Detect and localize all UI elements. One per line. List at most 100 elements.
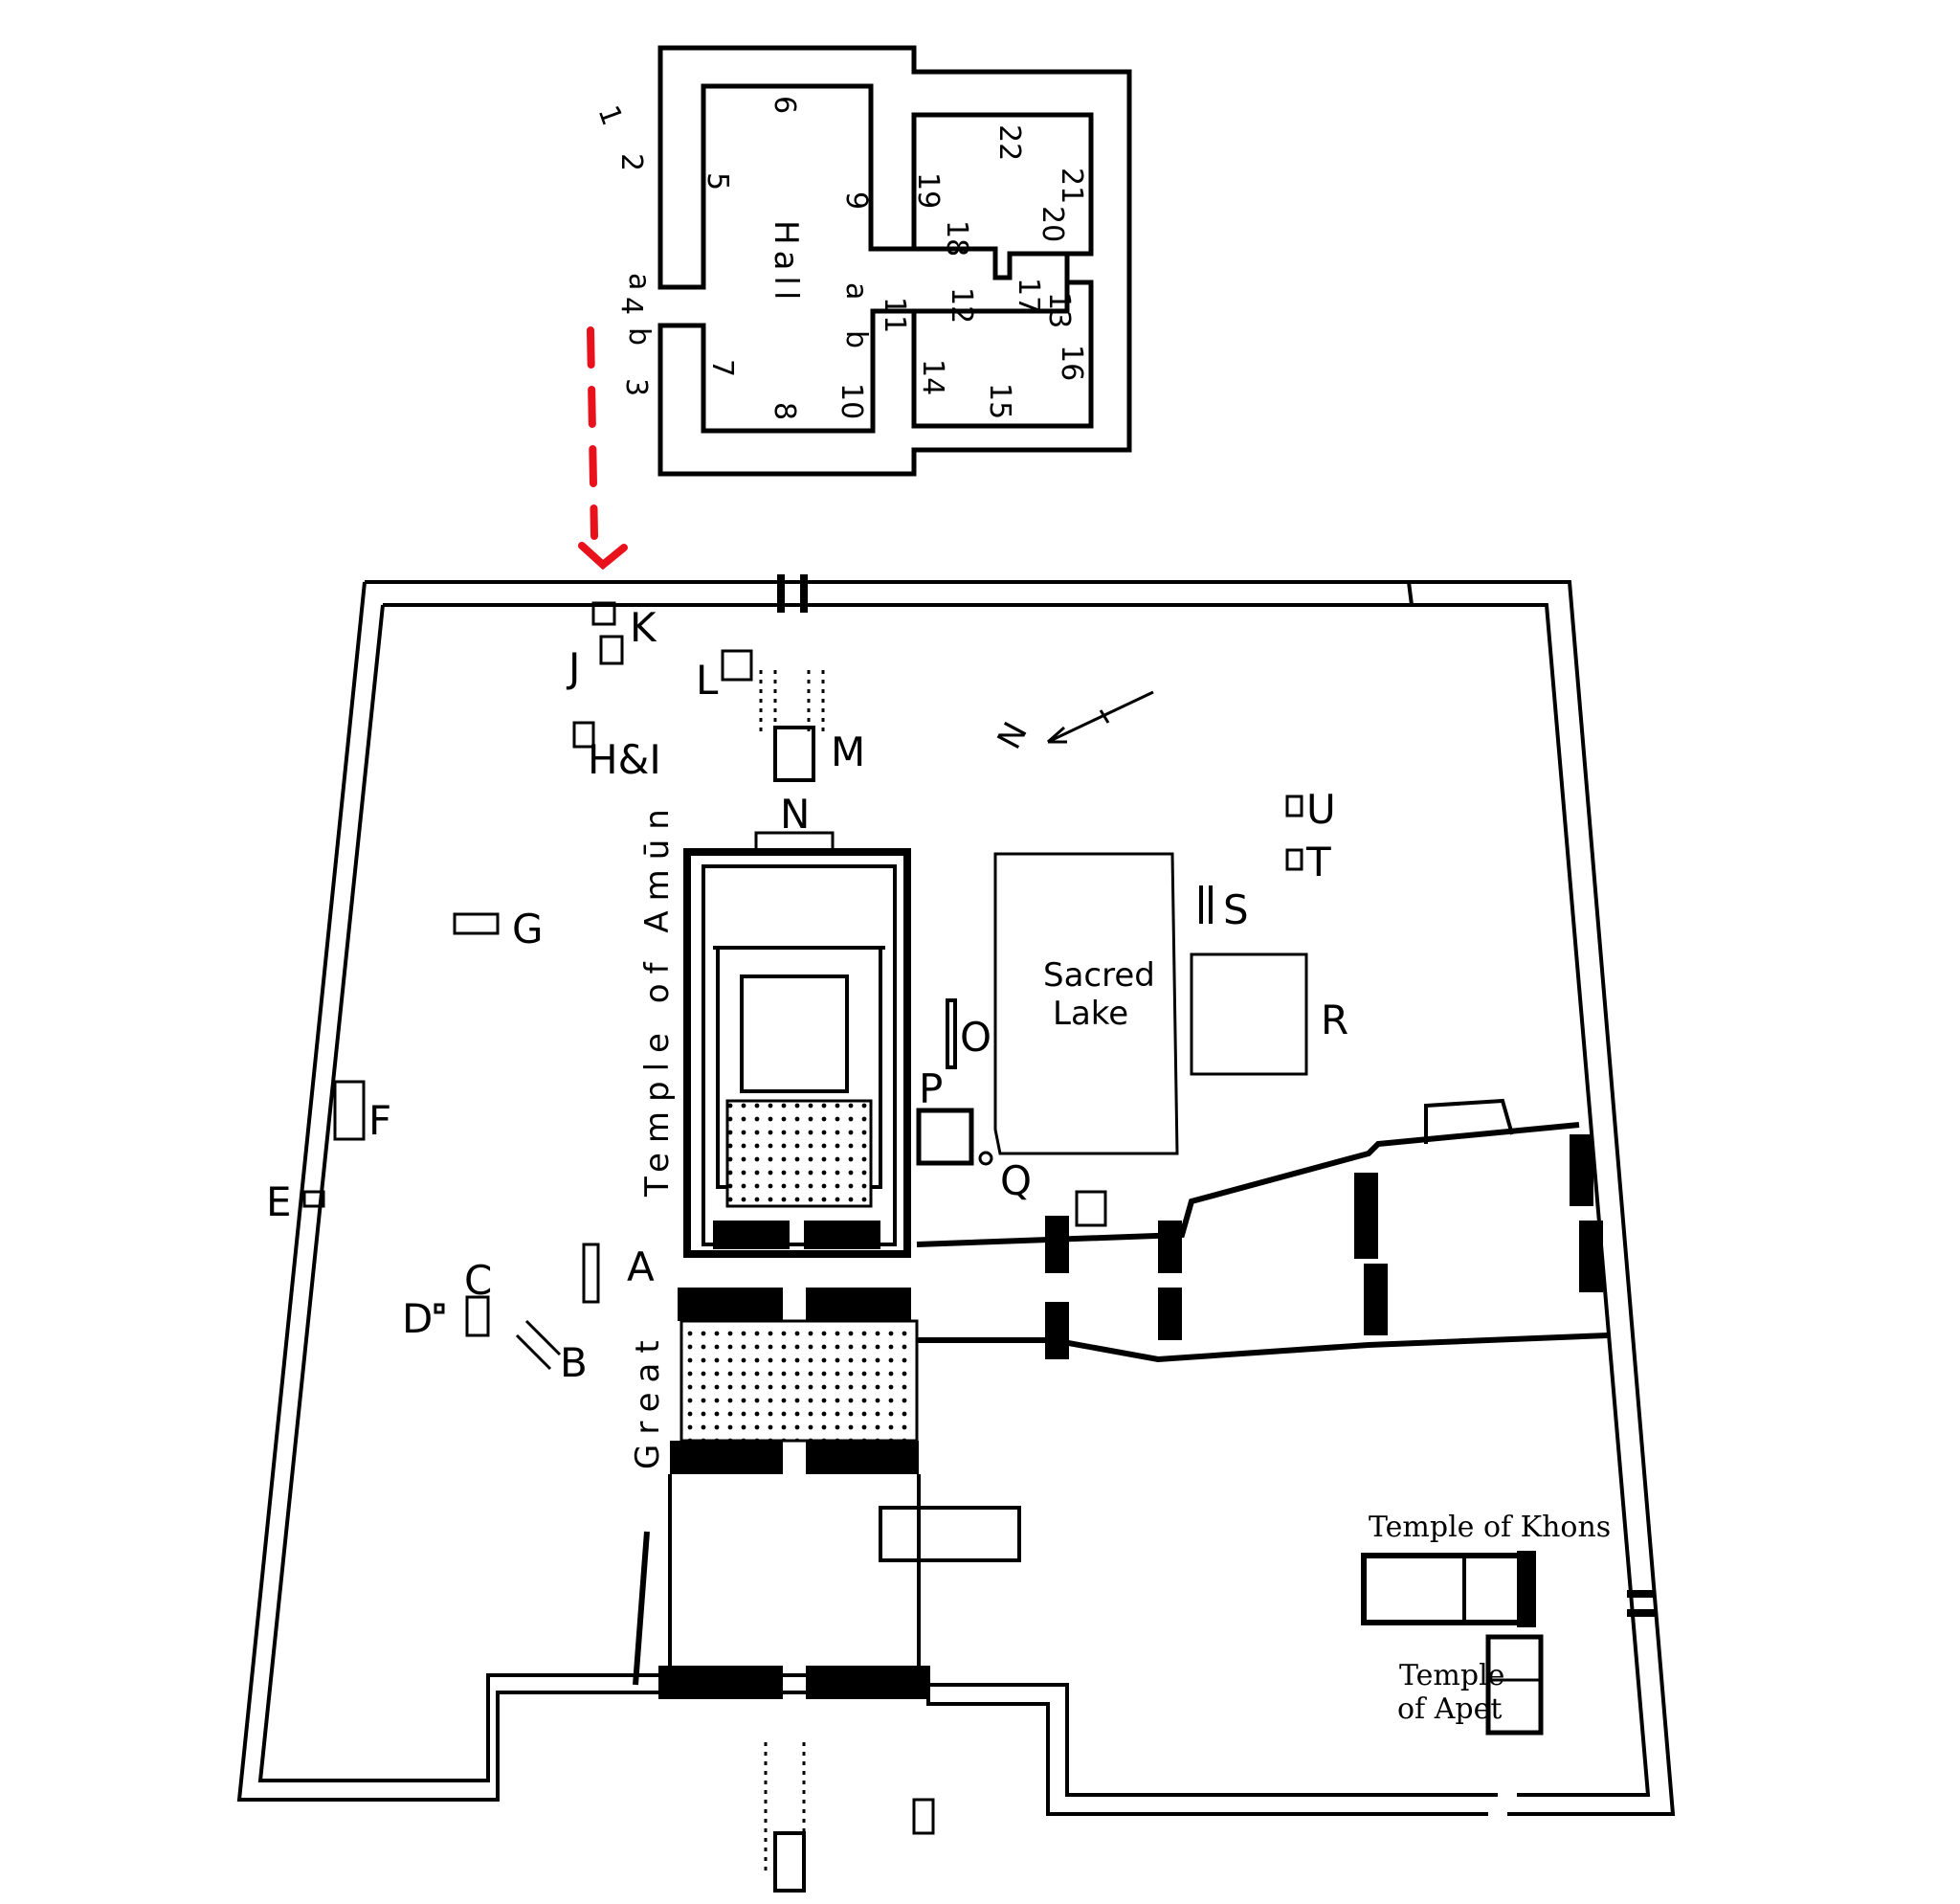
label-p: P <box>919 1065 943 1112</box>
north-arrow-line <box>1047 690 1154 744</box>
south-small-structure <box>912 1798 935 1835</box>
wall-number-21: 21 <box>1055 168 1088 204</box>
enclosure-wall-outer <box>236 580 1676 1816</box>
avenue-of-sphinxes-south <box>764 1742 806 1876</box>
label-hi: H&I <box>588 736 661 783</box>
label-d: D <box>402 1295 433 1342</box>
wall-number-11: 11 <box>878 297 911 333</box>
east-pylon-3 <box>1158 1221 1182 1273</box>
hypostyle-hall <box>679 1319 919 1443</box>
structure-l <box>721 649 753 682</box>
wall-number-16: 16 <box>1055 345 1088 381</box>
wall-number-4: 4 <box>614 297 648 315</box>
wall-number-18: 18 <box>940 220 973 257</box>
structure-g <box>453 912 500 935</box>
khons-outline <box>1361 1553 1529 1625</box>
label-n: N <box>780 791 810 838</box>
north-arrow-tick <box>1099 709 1110 724</box>
north-arrow-head <box>1047 726 1067 744</box>
label-c: C <box>464 1257 492 1304</box>
wall-number-9: 9 <box>839 191 873 210</box>
khons-pylon <box>1517 1551 1536 1627</box>
label-t: T <box>1305 839 1331 885</box>
temple-pylon-mid-right <box>806 1441 919 1474</box>
sacred-lake-outline <box>993 852 1179 1155</box>
south-avenue-gate <box>773 1831 806 1893</box>
temple-sanctuary <box>740 974 849 1093</box>
label-f: F <box>368 1097 391 1144</box>
sacred-lake-label-1: Sacred <box>1043 956 1155 995</box>
wall-number-7: 7 <box>705 359 739 377</box>
structure-j <box>599 635 624 665</box>
wall-number-15: 15 <box>983 383 1016 419</box>
east-pylon-2 <box>1045 1302 1069 1359</box>
east-gate-structure <box>1424 1098 1514 1144</box>
label-m: M <box>831 728 865 775</box>
pointer-dashed-line <box>587 326 598 540</box>
structure-d <box>434 1303 445 1314</box>
location-pointer <box>578 326 628 571</box>
east-court-north-wall <box>916 1122 1580 1247</box>
door-letter-right-b: b <box>839 330 873 348</box>
door-letter-left-a: a <box>622 273 656 290</box>
temple-pylon-mid-left <box>670 1441 783 1474</box>
structure-b <box>515 1319 562 1371</box>
temple-pylon-north-left <box>678 1288 783 1321</box>
site-labels: K J L H&I M N U T G S R O P Q F E A C D … <box>266 604 1348 1386</box>
apet-outline <box>1485 1634 1544 1736</box>
sanctuary-columns <box>725 1099 873 1208</box>
tomb-plan-inset <box>657 45 1132 477</box>
label-q: Q <box>1000 1157 1032 1204</box>
wall-number-2: 2 <box>614 153 648 171</box>
structure-f <box>333 1080 366 1141</box>
enclosure-wall-inner <box>257 603 1651 1797</box>
structure-e <box>302 1190 325 1208</box>
east-pylon-8 <box>1579 1221 1603 1292</box>
enclosure-wall <box>236 574 1676 1816</box>
structure-a <box>582 1243 600 1304</box>
label-l: L <box>696 657 719 704</box>
structure-k <box>591 601 616 626</box>
wall-number-3: 3 <box>619 378 653 396</box>
door-letter-right-a: a <box>839 282 873 300</box>
structure-r <box>1190 952 1308 1076</box>
label-j: J <box>566 644 580 691</box>
structure-p <box>916 1108 974 1166</box>
label-g: G <box>512 906 544 952</box>
label-s: S <box>1223 886 1249 933</box>
label-k: K <box>630 604 657 651</box>
structure-t <box>1285 848 1303 871</box>
label-r: R <box>1321 997 1348 1043</box>
temple-of-apet: Temple of Apet <box>1397 1634 1544 1736</box>
label-u: U <box>1306 786 1336 833</box>
enclosure-gate-east <box>1627 1590 1656 1617</box>
structure-n <box>754 831 835 854</box>
structure-u <box>1285 795 1303 818</box>
great-temple-label-1: Great <box>629 1331 667 1469</box>
apet-label-1: Temple <box>1399 1659 1504 1692</box>
structure-s <box>1199 885 1213 924</box>
wall-number-10: 10 <box>835 383 868 419</box>
label-a: A <box>627 1243 655 1290</box>
wall-number-1: 1 <box>590 101 628 130</box>
tomb-inset-labels: Hall 1 2 3 4 5 6 7 8 9 10 11 12 13 14 15… <box>590 96 1088 420</box>
east-pylon-6 <box>1364 1264 1388 1335</box>
structure-m <box>773 726 815 782</box>
north-arrow: N <box>991 690 1154 755</box>
sacred-lake: Sacred Lake <box>993 852 1179 1155</box>
enclosure-gate-ne <box>1407 581 1414 606</box>
wall-number-14: 14 <box>916 359 949 395</box>
label-b: B <box>560 1339 588 1386</box>
hall-label: Hall <box>767 220 805 305</box>
temple-inner-pylon-left <box>713 1221 790 1249</box>
temple-pylon-south-left <box>658 1666 783 1699</box>
enclosure-gate-north <box>777 574 808 613</box>
structure-c <box>465 1295 490 1337</box>
temple-of-khons: Temple of Khons <box>1361 1511 1611 1627</box>
structure-hi <box>572 721 595 749</box>
wall-number-19: 19 <box>911 172 945 209</box>
temple-pylon-south-right <box>806 1666 930 1699</box>
label-o: O <box>960 1014 991 1061</box>
east-pylon-4 <box>1158 1288 1182 1340</box>
